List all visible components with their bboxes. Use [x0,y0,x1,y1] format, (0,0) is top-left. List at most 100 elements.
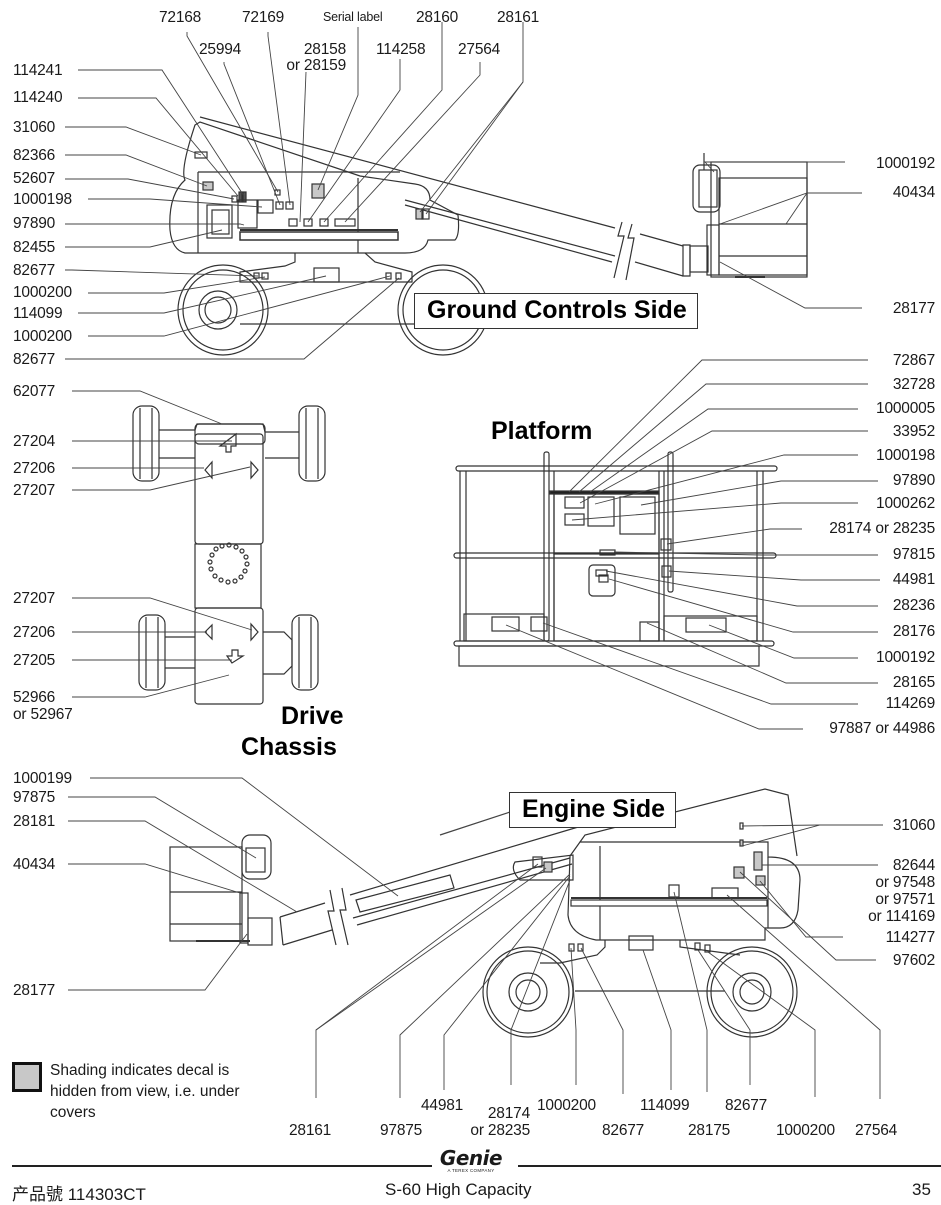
decal-label: 31060 [892,817,935,834]
decal-label: Serial label [323,10,383,24]
brand-tagline: A TEREX COMPANY [447,1168,495,1173]
decal-label: 25994 [199,41,242,58]
ground-controls-side-title: Ground Controls Side [414,293,698,329]
decal-label: 28177 [892,300,935,317]
decal-label: 27207 [13,482,56,499]
decal-label: 97815 [892,546,935,563]
decal-label: 72169 [242,9,285,26]
platform-title: Platform [491,417,593,445]
decal-label: 72867 [892,352,935,369]
decal-label: 97875 [13,789,56,806]
decal-label: 52966 [13,689,56,706]
decal-label: 44981 [421,1097,464,1114]
decal-label: 114269 [885,695,936,712]
decal-label: 32728 [892,376,935,393]
decal-label: or 97548 [875,874,935,891]
decal-label: 40434 [13,856,56,873]
decal-label: 28174 or 28235 [829,520,935,537]
decal-label: 114099 [13,305,63,322]
footer-rule-left [12,1165,432,1167]
decal-label: 114099 [640,1097,690,1114]
footer-model: S-60 High Capacity [385,1180,532,1199]
decal-label: 1000200 [13,328,72,345]
decal-label: 27564 [458,41,501,58]
decal-label: 82677 [13,262,56,279]
platform-drawing [453,451,778,667]
decal-label: or 52967 [13,706,73,723]
drive-chassis-drawing [132,405,326,705]
decal-label: 27206 [13,460,56,477]
engine-side-drawing [169,788,801,1038]
decal-label: 28177 [13,982,56,999]
decal-label: 27564 [855,1122,898,1139]
bolt-circle [207,542,250,585]
decal-label: 28174 [487,1105,530,1122]
decal-label: 97890 [13,215,56,232]
decal-label: 28176 [892,623,935,640]
decal-label: 82677 [602,1122,645,1139]
genie-logo: Genie A TEREX COMPANY [430,1148,512,1174]
decal-label: 82644 [892,857,935,874]
decal-label: 28161 [289,1122,332,1139]
decal-label: 114241 [13,62,63,79]
decal-label: 97890 [892,472,935,489]
drive-chassis-title-line1: Drive [281,702,344,730]
footer-rule-right [518,1165,941,1167]
decal-label: 97602 [892,952,935,969]
decal-label: 1000199 [13,770,72,787]
brand-name: Genie [439,1146,503,1170]
platform-leader-lines [505,359,880,730]
decal-label: 82366 [13,147,56,164]
decal-label: 28165 [892,674,935,691]
decal-label: 114240 [13,89,63,106]
decal-label: 28160 [416,9,459,26]
decal-label: 27206 [13,624,56,641]
decal-label: or 97571 [875,891,935,908]
decal-label: 28158 [303,41,346,58]
decal-label: 1000198 [13,191,72,208]
decal-label: 28161 [497,9,540,26]
decal-label: 28175 [688,1122,731,1139]
decal-label: 27207 [13,590,56,607]
decal-label: 28181 [13,813,56,830]
drive-chassis-leader-lines [72,390,253,698]
ground-controls-leader-lines [65,22,862,360]
decal-label: 97887 or 44986 [829,720,935,737]
page-number: 35 [912,1180,931,1199]
decal-label: 1000200 [13,284,72,301]
decal-label: or 28159 [286,57,346,74]
decal-label: 28236 [892,597,935,614]
decal-label: or 114169 [868,908,935,925]
decal-label: 1000262 [876,495,935,512]
engine-side-leader-lines [68,777,883,1099]
decal-label: 72168 [159,9,202,26]
decal-label: or 28235 [470,1122,530,1139]
decal-label: 1000005 [876,400,935,417]
decal-label: 97875 [380,1122,423,1139]
footer-part-number: 产品號 114303CT [12,1180,146,1205]
decal-label: 27205 [13,652,56,669]
decal-label: 27204 [13,433,56,450]
decal-label: 82677 [13,351,56,368]
decal-label: 33952 [892,423,935,440]
decal-label: 1000200 [776,1122,835,1139]
decal-label: 82455 [13,239,56,256]
engine-side-title: Engine Side [509,792,677,828]
decal-label: 114277 [885,929,936,946]
decal-label: 82677 [725,1097,768,1114]
decal-label: 1000200 [537,1097,596,1114]
decal-label: 40434 [892,184,935,201]
decal-label: 62077 [13,383,56,400]
decal-label: 1000192 [876,649,935,666]
drive-chassis-title-line2: Chassis [241,733,337,761]
decal-label: 1000192 [876,155,935,172]
decal-label: 1000198 [876,447,935,464]
decal-label: 31060 [13,119,56,136]
legend-text: Shading indicates decal is hidden from v… [50,1062,240,1121]
part-number: 114303CT [67,1185,146,1204]
hidden-decal-swatch [12,1062,42,1092]
part-number-label: 产品號 [12,1185,63,1204]
decal-label: 114258 [376,41,426,58]
decal-label: 52607 [13,170,56,187]
